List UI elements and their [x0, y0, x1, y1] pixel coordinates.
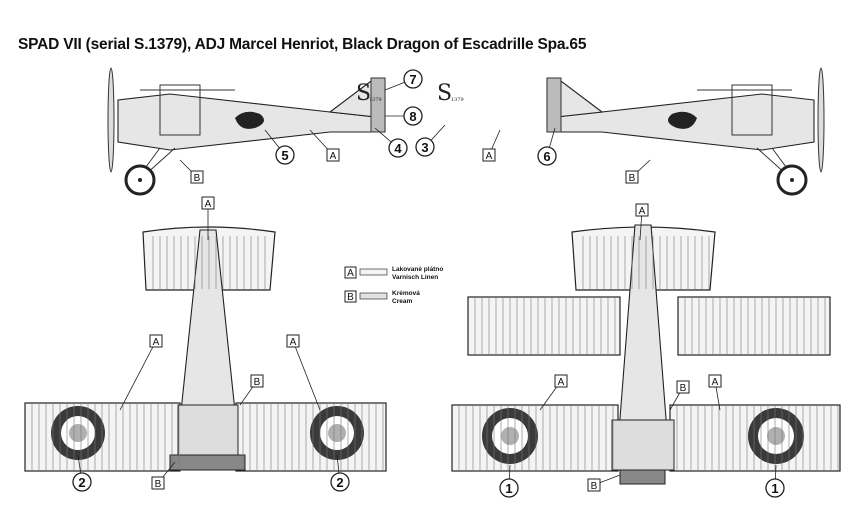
- top-view-left: [24, 226, 387, 472]
- svg-text:B: B: [347, 292, 354, 303]
- callout-label: A: [290, 337, 297, 348]
- legend-label: Lakované plátno: [392, 266, 443, 273]
- callout-label: 8: [409, 109, 416, 124]
- callout-label: 7: [409, 72, 416, 87]
- tail-serial-right: 1379: [451, 97, 464, 103]
- callout-color-key: A: [309, 129, 340, 162]
- callout-color-key: B: [151, 461, 176, 490]
- callout-label: 6: [543, 149, 550, 164]
- legend-label: Cream: [392, 298, 412, 305]
- callout-color-key: A: [635, 203, 649, 241]
- callout-color-key: A: [539, 374, 568, 411]
- propeller: [107, 67, 115, 173]
- side-view-left: S 1379: [107, 67, 386, 196]
- callout-label: A: [486, 151, 493, 162]
- callout-number: 7: [384, 69, 423, 91]
- callout-label: B: [629, 173, 636, 184]
- page-title: SPAD VII (serial S.1379), ADJ Marcel Hen…: [18, 36, 587, 53]
- callout-label: A: [205, 199, 212, 210]
- tail-letter-right: S: [437, 81, 452, 106]
- callout-color-key: A: [201, 196, 215, 240]
- callout-number: 5: [264, 129, 295, 165]
- upper-wing-left: [467, 296, 621, 356]
- callout-label: B: [254, 377, 261, 388]
- black-dragon-emblem: [668, 111, 697, 129]
- roundel: [310, 406, 364, 460]
- black-dragon-emblem: [235, 111, 264, 129]
- callout-label: 1: [505, 481, 512, 496]
- callout-number: 1: [499, 464, 519, 498]
- svg-text:A: A: [347, 268, 354, 279]
- callout-label: 4: [394, 141, 402, 156]
- callout-number: 1: [765, 464, 785, 498]
- callout-label: B: [155, 479, 162, 490]
- callout-color-key: B: [179, 159, 204, 184]
- callout-label: 2: [78, 475, 85, 490]
- callout-number: 8: [385, 106, 423, 126]
- legend-swatch-varnished-linen: [359, 268, 388, 276]
- callout-color-key: A: [119, 334, 163, 411]
- callout-label: A: [639, 206, 646, 217]
- tail-serial: 1379: [369, 97, 382, 103]
- callout-label: A: [712, 377, 719, 388]
- callout-number: 2: [72, 454, 92, 492]
- tail-letter: S: [356, 81, 371, 106]
- callout-label: B: [591, 481, 598, 492]
- leader-line: [119, 340, 157, 411]
- callout-color-key: A: [482, 129, 501, 162]
- callout-label: 1: [771, 481, 778, 496]
- callout-number: 3: [415, 124, 446, 157]
- roundel: [51, 406, 105, 460]
- callout-color-key: B: [587, 474, 621, 492]
- legend-swatch-cream: [359, 292, 388, 300]
- top-view-right: [451, 224, 841, 485]
- engine-cowling: [619, 469, 666, 485]
- callout-label: A: [558, 377, 565, 388]
- callout-color-key: B: [625, 159, 651, 184]
- callout-label: 3: [421, 140, 428, 155]
- callout-number: 4: [374, 127, 408, 158]
- callout-label: B: [194, 173, 201, 184]
- lower-wing-left: [24, 402, 181, 472]
- rudder-stripes: [370, 77, 386, 133]
- legend: A Lakované plátno Varnisch Linen B Krémo…: [344, 266, 443, 305]
- engine-cowling: [169, 454, 246, 471]
- callout-label: 2: [336, 475, 343, 490]
- roundel: [482, 408, 538, 464]
- side-view-right: [546, 67, 825, 196]
- callout-label: 5: [281, 148, 288, 163]
- callout-label: A: [330, 151, 337, 162]
- leader-line: [292, 340, 321, 411]
- legend-label: Krémová: [392, 290, 420, 297]
- legend-label: Varnisch Linen: [392, 274, 438, 281]
- callout-number: 6: [537, 127, 557, 166]
- upper-wing-right: [677, 296, 831, 356]
- callout-label: B: [680, 383, 687, 394]
- wing-ribs: [31, 236, 839, 470]
- callout-color-key: A: [708, 374, 722, 411]
- callout-color-key: A: [286, 334, 321, 411]
- callout-label: A: [153, 337, 160, 348]
- callout-color-key: B: [669, 380, 690, 411]
- callout-number: 2: [330, 454, 350, 492]
- roundel: [748, 408, 804, 464]
- callout-color-key: B: [239, 374, 264, 406]
